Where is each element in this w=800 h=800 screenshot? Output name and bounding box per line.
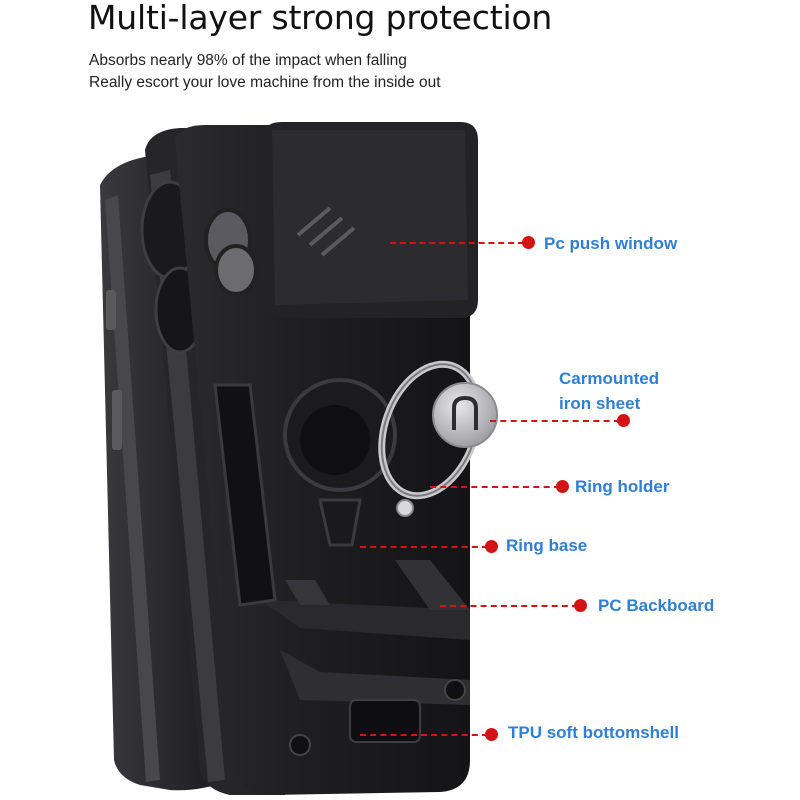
dot-backboard — [574, 599, 587, 612]
push-window-part — [204, 122, 478, 318]
iron-sheet-part — [432, 382, 498, 448]
dot-bottomshell — [485, 728, 498, 741]
dot-ring-base — [485, 540, 498, 553]
leader-backboard — [440, 605, 578, 607]
dot-iron-sheet — [617, 414, 630, 427]
leader-bottomshell — [360, 734, 488, 736]
label-backboard: PC Backboard — [598, 596, 715, 615]
page-title: Multi-layer strong protection — [88, 0, 553, 37]
label-ring-holder: Ring holder — [575, 477, 670, 496]
dot-ring-holder — [556, 480, 569, 493]
leader-ring-base — [360, 546, 488, 548]
subtitle-line-2: Really escort your love machine from the… — [89, 74, 441, 91]
leader-push-window — [390, 242, 524, 244]
dot-push-window — [522, 236, 535, 249]
label-ring-base: Ring base — [506, 536, 588, 555]
leader-iron-sheet — [490, 420, 620, 422]
label-iron-sheet-line2: iron sheet — [559, 394, 641, 413]
label-bottomshell: TPU soft bottomshell — [508, 723, 679, 742]
leader-ring-holder — [430, 486, 560, 488]
ring-base-part — [283, 378, 397, 547]
label-iron-sheet-line1: Carmounted — [559, 369, 660, 388]
subtitle-line-1: Absorbs nearly 98% of the impact when fa… — [89, 52, 407, 69]
label-push-window: Pc push window — [544, 234, 678, 253]
